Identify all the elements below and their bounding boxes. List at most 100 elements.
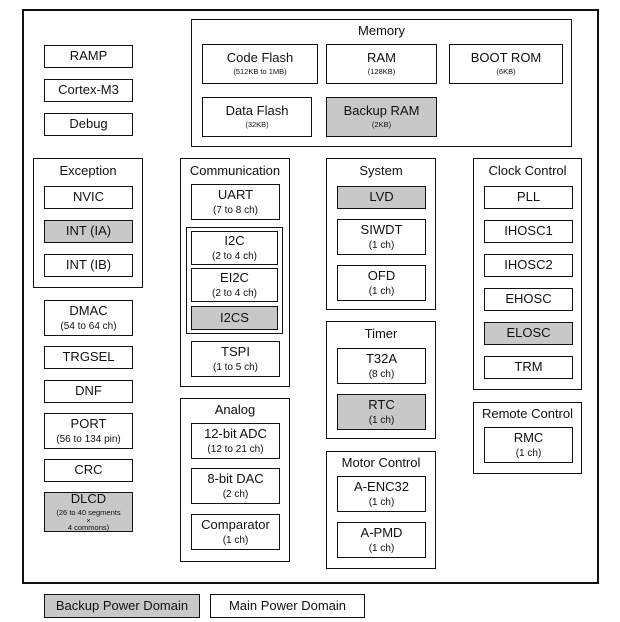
ram-detail: (128KB) bbox=[367, 67, 396, 77]
ihosc2-block: IHOSC2 bbox=[484, 254, 573, 277]
a-enc32-label: A-ENC32 bbox=[354, 478, 409, 494]
comparator-detail: (1 ch) bbox=[222, 534, 249, 546]
cortex-m3-label: Cortex-M3 bbox=[58, 82, 119, 98]
rtc-block: RTC (1 ch) bbox=[337, 394, 426, 430]
tspi-block: TSPI (1 to 5 ch) bbox=[191, 341, 280, 377]
a-pmd-detail: (1 ch) bbox=[368, 542, 395, 554]
debug-block: Debug bbox=[44, 113, 133, 136]
rtc-detail: (1 ch) bbox=[368, 414, 395, 426]
t32a-detail: (8 ch) bbox=[368, 368, 395, 380]
boot-rom-block: BOOT ROM (6KB) bbox=[449, 44, 563, 84]
dlcd-detail-line3: 4 commons) bbox=[67, 523, 110, 533]
ihosc2-label: IHOSC2 bbox=[504, 257, 553, 273]
memory-title: Memory bbox=[358, 23, 405, 38]
pll-label: PLL bbox=[516, 189, 541, 205]
port-label: PORT bbox=[70, 415, 107, 431]
legend-backup-power-domain: Backup Power Domain bbox=[44, 594, 200, 618]
boot-rom-label: BOOT ROM bbox=[470, 50, 542, 66]
nvic-label: NVIC bbox=[72, 189, 105, 205]
cortex-m3-block: Cortex-M3 bbox=[44, 79, 133, 102]
pll-block: PLL bbox=[484, 186, 573, 209]
trm-block: TRM bbox=[484, 356, 573, 379]
legend-main-power-domain: Main Power Domain bbox=[210, 594, 365, 618]
t32a-label: T32A bbox=[365, 350, 398, 366]
dlcd-label: DLCD bbox=[70, 490, 107, 506]
a-pmd-label: A-PMD bbox=[360, 524, 403, 540]
ei2c-detail: (2 to 4 ch) bbox=[211, 287, 258, 299]
i2cs-block: I2CS bbox=[191, 306, 278, 330]
a-enc32-block: A-ENC32 (1 ch) bbox=[337, 476, 426, 512]
uart-block: UART (7 to 8 ch) bbox=[191, 184, 280, 220]
ehosc-label: EHOSC bbox=[505, 291, 552, 307]
ehosc-block: EHOSC bbox=[484, 288, 573, 311]
ofd-block: OFD (1 ch) bbox=[337, 265, 426, 301]
backup-ram-label: Backup RAM bbox=[343, 103, 420, 119]
ram-block: RAM (128KB) bbox=[326, 44, 437, 84]
lvd-label: LVD bbox=[369, 189, 394, 205]
lvd-block: LVD bbox=[337, 186, 426, 209]
dac-label: 8-bit DAC bbox=[207, 470, 264, 486]
dmac-block: DMAC (54 to 64 ch) bbox=[44, 300, 133, 336]
tspi-detail: (1 to 5 ch) bbox=[212, 361, 259, 373]
motor-control-title: Motor Control bbox=[341, 455, 421, 470]
dac-block: 8-bit DAC (2 ch) bbox=[191, 468, 280, 504]
legend-main-label: Main Power Domain bbox=[228, 597, 347, 613]
debug-label: Debug bbox=[69, 116, 108, 132]
a-pmd-block: A-PMD (1 ch) bbox=[337, 522, 426, 558]
code-flash-block: Code Flash (512KB to 1MB) bbox=[202, 44, 318, 84]
crc-block: CRC bbox=[44, 459, 133, 482]
siwdt-block: SIWDT (1 ch) bbox=[337, 219, 426, 255]
adc-block: 12-bit ADC (12 to 21 ch) bbox=[191, 423, 280, 459]
communication-title: Communication bbox=[189, 163, 281, 178]
port-block: PORT (56 to 134 pin) bbox=[44, 413, 133, 449]
boot-rom-detail: (6KB) bbox=[496, 67, 516, 77]
legend-backup-label: Backup Power Domain bbox=[55, 597, 189, 613]
trgsel-block: TRGSEL bbox=[44, 346, 133, 369]
ihosc1-block: IHOSC1 bbox=[484, 220, 573, 243]
dnf-block: DNF bbox=[44, 380, 133, 403]
rmc-detail: (1 ch) bbox=[515, 447, 542, 459]
ei2c-label: EI2C bbox=[220, 269, 249, 285]
ramp-block: RAMP bbox=[44, 45, 133, 68]
i2c-detail: (2 to 4 ch) bbox=[211, 250, 258, 262]
i2cs-label: I2CS bbox=[220, 309, 249, 325]
int-ib-block: INT (IB) bbox=[44, 254, 133, 277]
uart-label: UART bbox=[217, 186, 254, 202]
clock-control-title: Clock Control bbox=[488, 163, 567, 178]
siwdt-detail: (1 ch) bbox=[368, 239, 395, 251]
data-flash-detail: (32KB) bbox=[245, 120, 269, 130]
adc-detail: (12 to 21 ch) bbox=[207, 443, 264, 455]
backup-ram-block: Backup RAM (2KB) bbox=[326, 97, 437, 137]
ram-label: RAM bbox=[367, 50, 396, 66]
remote-control-title: Remote Control bbox=[481, 406, 574, 421]
elosc-block: ELOSC bbox=[484, 322, 573, 345]
siwdt-label: SIWDT bbox=[360, 221, 403, 237]
timer-title: Timer bbox=[364, 326, 398, 341]
elosc-label: ELOSC bbox=[506, 325, 551, 341]
dlcd-block: DLCD (26 to 40 segments × 4 commons) bbox=[44, 490, 133, 533]
int-ia-block: INT (IA) bbox=[44, 220, 133, 243]
comparator-label: Comparator bbox=[201, 516, 270, 532]
i2c-label: I2C bbox=[224, 232, 245, 248]
ramp-label: RAMP bbox=[69, 48, 108, 64]
dmac-label: DMAC bbox=[69, 302, 108, 318]
tspi-label: TSPI bbox=[221, 343, 250, 359]
code-flash-detail: (512KB to 1MB) bbox=[233, 67, 287, 77]
dnf-label: DNF bbox=[75, 383, 102, 399]
exception-title: Exception bbox=[59, 163, 117, 178]
chip-boundary bbox=[22, 9, 599, 584]
dlcd-detail-line2: × bbox=[86, 515, 91, 525]
ofd-detail: (1 ch) bbox=[368, 285, 395, 297]
ofd-label: OFD bbox=[367, 267, 396, 283]
port-detail: (56 to 134 pin) bbox=[56, 433, 121, 445]
code-flash-label: Code Flash bbox=[226, 50, 294, 66]
crc-label: CRC bbox=[74, 462, 103, 478]
trgsel-label: TRGSEL bbox=[62, 349, 115, 365]
adc-label: 12-bit ADC bbox=[204, 425, 267, 441]
dac-detail: (2 ch) bbox=[222, 488, 249, 500]
analog-title: Analog bbox=[214, 402, 256, 417]
trm-label: TRM bbox=[514, 359, 543, 375]
i2c-block: I2C (2 to 4 ch) bbox=[191, 231, 278, 265]
ihosc1-label: IHOSC1 bbox=[504, 223, 553, 239]
nvic-block: NVIC bbox=[44, 186, 133, 209]
